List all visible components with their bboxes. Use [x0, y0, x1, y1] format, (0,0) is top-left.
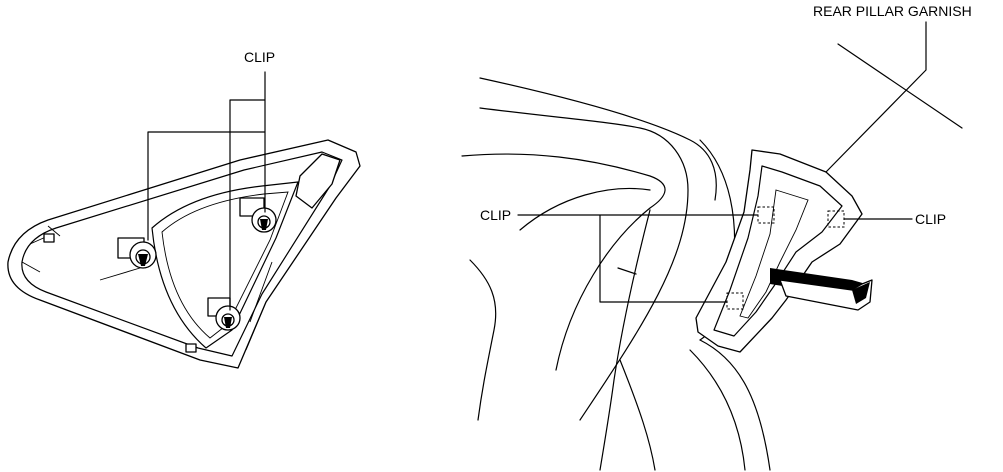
garnish-recess-inner [161, 191, 289, 339]
window-edge-line [837, 43, 963, 129]
garnish-recess [151, 181, 299, 349]
part-name-leader [825, 21, 927, 173]
body-contour-10 [619, 359, 656, 471]
garnish-left-tab [43, 233, 55, 243]
removal-arrow [770, 268, 873, 311]
garnish-inner-face [739, 189, 809, 319]
garnish-bottom-tab [185, 343, 197, 353]
left-clip-leader [147, 71, 266, 311]
clip-location-lower [726, 292, 744, 310]
garnish-top-tab [295, 153, 341, 209]
body-contour-9 [689, 349, 746, 471]
right-clip-leader-left [517, 214, 759, 303]
body-contour-6 [599, 209, 651, 471]
clip-bottom [207, 297, 241, 331]
left-clip-label: CLIP [244, 49, 275, 65]
body-contour-5 [519, 187, 651, 231]
garnish-right-edge [245, 261, 273, 351]
body-contour-1 [479, 77, 717, 201]
body-contour-2 [479, 107, 689, 421]
left-garnish-view: CLIP [7, 49, 361, 369]
body-edge-short [617, 267, 637, 275]
right-vehicle-view: CLIP CLIP REAR PILLAR GARNISH [461, 3, 972, 471]
right-clip-label-right: CLIP [915, 211, 946, 227]
body-contour-3 [461, 153, 666, 371]
clip-top [239, 197, 277, 233]
garnish-reference-line [99, 267, 141, 281]
body-contour-8 [699, 339, 771, 471]
body-contour-4 [469, 259, 497, 421]
part-name-label: REAR PILLAR GARNISH [813, 3, 972, 19]
rear-pillar-garnish [695, 149, 863, 353]
garnish-inner-edge [713, 165, 843, 337]
clip-left [117, 237, 157, 269]
right-clip-label-left: CLIP [480, 207, 511, 223]
